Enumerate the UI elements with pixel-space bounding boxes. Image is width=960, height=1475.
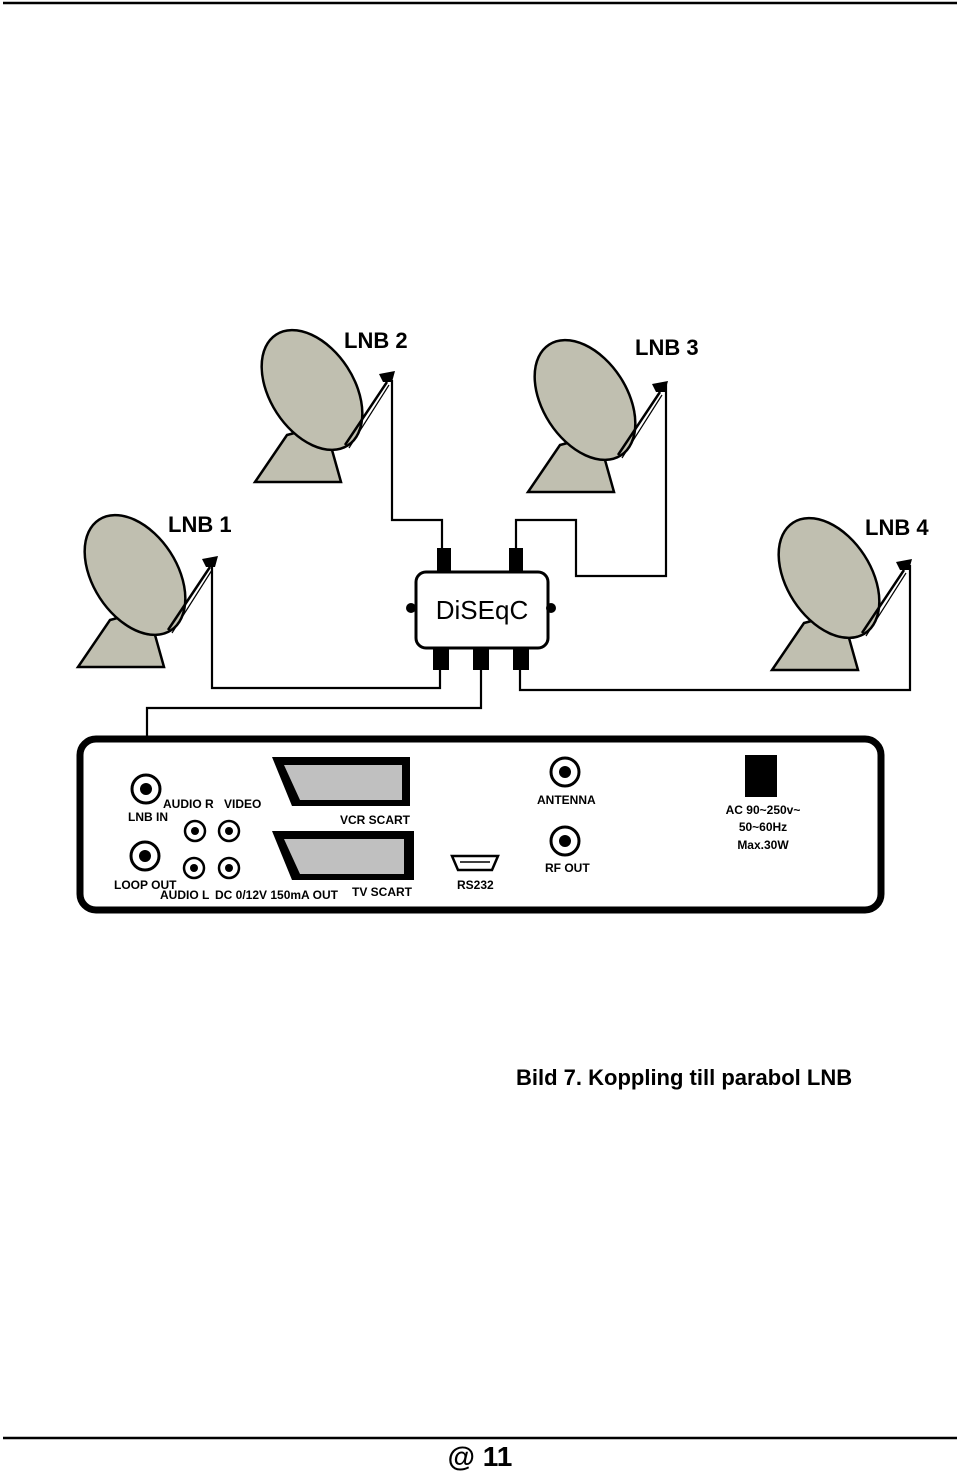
cable-lnb1 [210,562,442,690]
lnb2-label: LNB 2 [344,328,408,353]
cable-lnb2 [390,380,444,548]
rs232-label: RS232 [457,878,494,892]
vcr-scart-label: VCR SCART [340,813,411,827]
audio-l-label: AUDIO L [160,888,209,902]
cable-lnb3 [514,384,668,578]
receiver-back-panel: LNB IN LOOP OUT AUDIO R VIDEO AUDIO L DC… [76,735,885,914]
antenna-connector [549,756,581,788]
diseqc-switch: DiSEqC [406,548,556,670]
power-socket [745,755,777,797]
figure-caption: Bild 7. Koppling till parabol LNB [516,1065,852,1090]
loop-out-connector [129,840,161,872]
tv-scart-label: TV SCART [352,885,413,899]
rf-out-label: RF OUT [545,861,590,875]
audio-r-jack [183,819,207,843]
lnb4-label: LNB 4 [865,515,929,540]
lnb-in-connector [130,773,162,805]
audio-l-jack [182,856,206,880]
rf-out-connector [549,825,581,857]
audio-r-label: AUDIO R [163,797,214,811]
loop-out-label: LOOP OUT [114,878,177,892]
tv-scart-connector [272,831,414,880]
dc-out-jack [217,856,241,880]
power-spec-line3: Max.30W [737,838,789,852]
lnb-in-label: LNB IN [128,810,168,824]
lnb1-label: LNB 1 [168,512,232,537]
power-spec-line1: AC 90~250v~ [726,803,801,817]
vcr-scart-connector [272,757,410,806]
video-label: VIDEO [224,797,261,811]
video-jack [217,819,241,843]
diseqc-label: DiSEqC [436,595,528,625]
page-number: @ 11 [448,1441,513,1472]
rs232-connector [450,854,500,872]
power-spec-line2: 50~60Hz [739,820,787,834]
antenna-label: ANTENNA [537,793,596,807]
dc-out-label: DC 0/12V 150mA OUT [215,888,339,902]
cable-lnb4 [518,565,912,692]
lnb3-label: LNB 3 [635,335,699,360]
